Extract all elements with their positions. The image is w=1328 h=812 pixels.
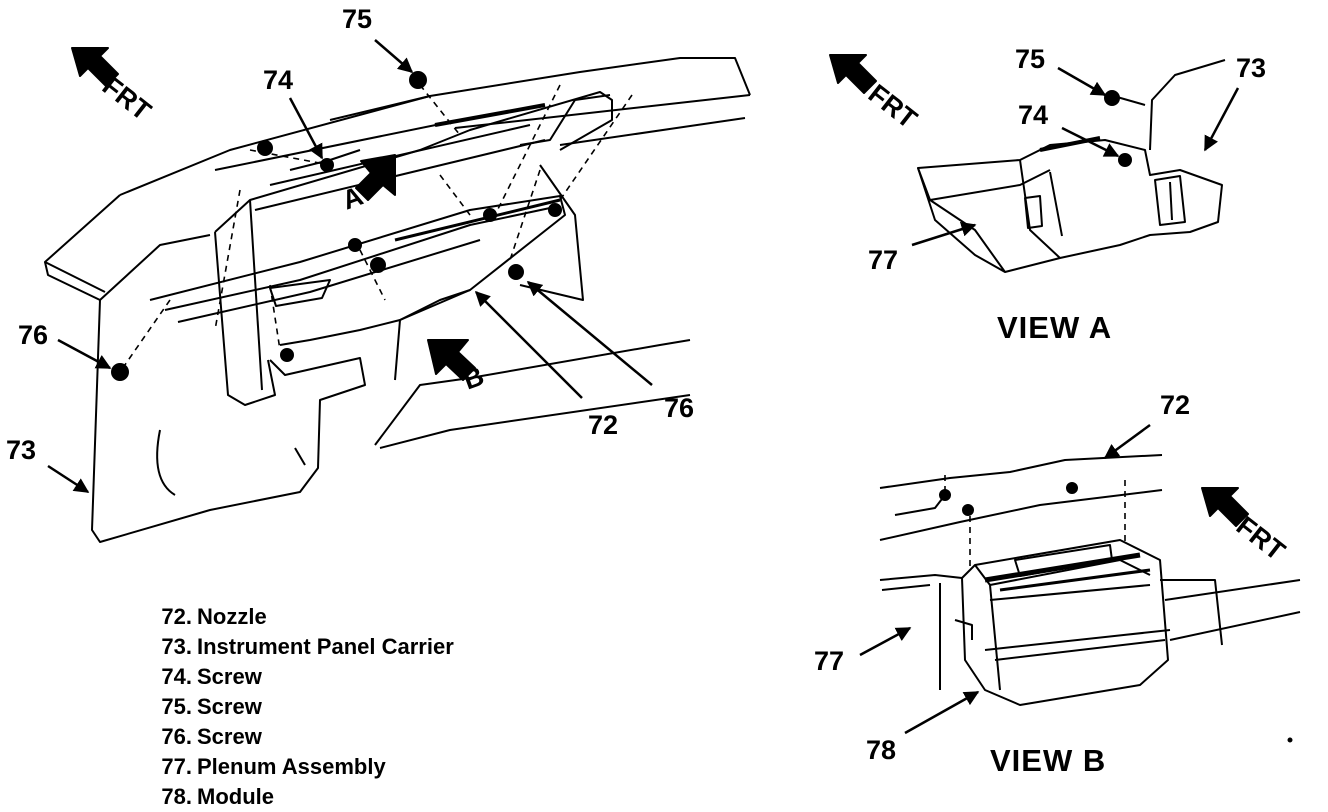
view-a-callout-75: 75: [1015, 44, 1046, 74]
frt-arrow-icon: [1201, 487, 1249, 527]
legend-label: Screw: [197, 724, 262, 749]
legend-item: 72.Nozzle: [143, 602, 454, 632]
view-a-arrow-icon: [355, 154, 396, 201]
legend-number: 78.: [161, 784, 192, 809]
view-b-callout-78: 78: [866, 735, 897, 765]
legend-label: Screw: [197, 664, 262, 689]
legend-number: 76.: [161, 724, 192, 749]
legend-label: Module: [197, 784, 274, 809]
module: [961, 539, 1169, 706]
frt-arrow-icon: [71, 47, 119, 87]
nozzle: [149, 195, 566, 346]
legend-item: 73.Instrument Panel Carrier: [143, 632, 454, 662]
callout-76-left: 76: [18, 320, 49, 350]
callout-72: 72: [588, 410, 619, 440]
view-a-title: VIEW A: [997, 310, 1113, 345]
callout-76-right: 76: [664, 393, 695, 423]
legend-label: Plenum Assembly: [197, 754, 386, 779]
frt-arrow-icon: [829, 54, 877, 94]
view-b-arrow-icon: [427, 339, 476, 381]
callout-75: 75: [342, 4, 373, 34]
view-b-title: VIEW B: [990, 743, 1107, 778]
view-b-callout-72: 72: [1160, 390, 1191, 420]
view-a-callout-77: 77: [868, 245, 899, 275]
plenum-assembly: [917, 139, 1223, 273]
view-a-callout-73: 73: [1236, 53, 1267, 83]
legend-item: 75.Screw: [143, 692, 454, 722]
callout-74: 74: [263, 65, 294, 95]
legend-number: 77.: [161, 754, 192, 779]
instrument-panel-carrier: [91, 299, 366, 543]
legend-number: 75.: [161, 694, 192, 719]
legend-number: 73.: [161, 634, 192, 659]
legend-label: Instrument Panel Carrier: [197, 634, 454, 659]
legend-item: 78.Module: [143, 782, 454, 812]
legend-item: 74.Screw: [143, 662, 454, 692]
view-b-callout-77: 77: [814, 646, 845, 676]
callout-73: 73: [6, 435, 37, 465]
view-a-callout-74: 74: [1018, 100, 1049, 130]
legend-label: Screw: [197, 694, 262, 719]
legend-item: 76.Screw: [143, 722, 454, 752]
legend-number: 72.: [161, 604, 192, 629]
view-a-illustration: [829, 54, 1226, 273]
view-b-illustration: [879, 454, 1301, 743]
legend-item: 77.Plenum Assembly: [143, 752, 454, 782]
legend-label: Nozzle: [197, 604, 267, 629]
parts-legend: 72.Nozzle 73.Instrument Panel Carrier 74…: [143, 602, 454, 812]
legend-number: 74.: [161, 664, 192, 689]
main-view-illustration: [44, 47, 751, 543]
